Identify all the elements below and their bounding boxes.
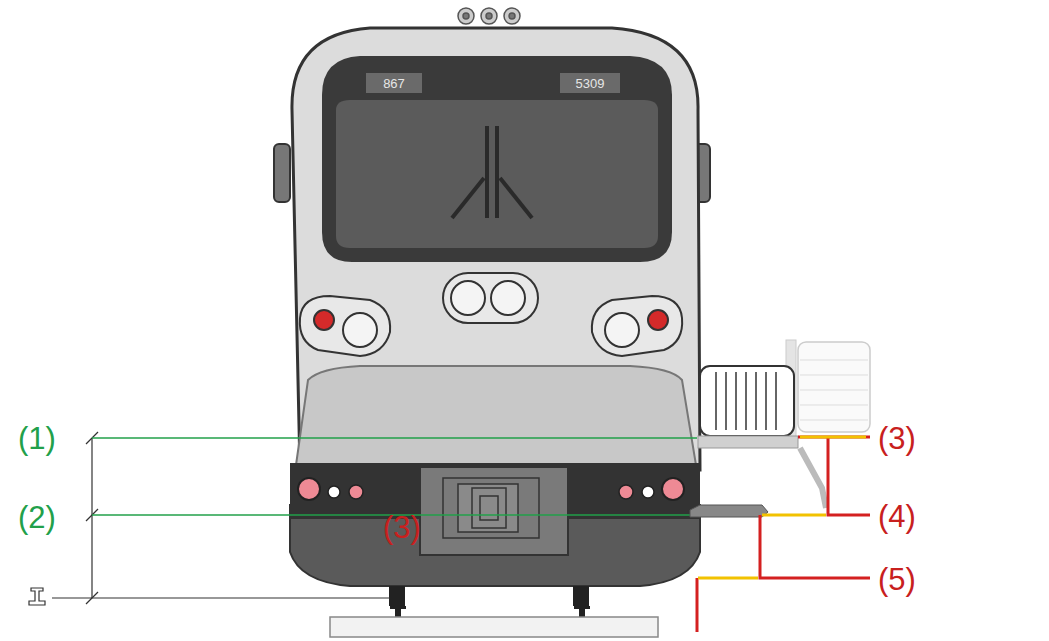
level-number: (2) (18, 502, 56, 533)
wheel (573, 586, 589, 606)
seat (798, 342, 870, 432)
callout-number: (3) (878, 423, 916, 454)
coupler-box (420, 467, 568, 555)
destination-display (560, 73, 620, 93)
sleeper (330, 617, 658, 637)
level-line (92, 437, 697, 439)
ramp (800, 448, 826, 508)
windshield (336, 100, 658, 248)
level-marker (698, 437, 866, 578)
nose-panel (296, 366, 696, 465)
callout-number: (3) (383, 512, 421, 543)
dimension-line (52, 432, 390, 604)
seat-lines (800, 360, 868, 420)
level-number: (1) (18, 423, 56, 454)
callout-number: (4) (878, 501, 916, 532)
lamp-housing (300, 296, 390, 356)
step-plate (690, 505, 768, 517)
wheel (389, 586, 405, 606)
train-body (292, 28, 700, 470)
rail-symbol (29, 588, 45, 605)
platform-floor (698, 436, 798, 448)
seat (700, 366, 794, 436)
lamp-housing (592, 296, 682, 356)
level-leader (697, 437, 870, 632)
roof-lights (458, 8, 520, 24)
side-mirror (274, 144, 290, 202)
wipers (452, 126, 532, 218)
display-number: 5309 (576, 77, 605, 90)
callout-number: (5) (878, 564, 916, 595)
destination-display (366, 73, 422, 93)
windshield-frame (322, 56, 672, 262)
coupler (443, 478, 539, 538)
seat-lines (716, 372, 776, 430)
headlight-housing (443, 273, 538, 323)
display-number: 867 (383, 77, 405, 90)
